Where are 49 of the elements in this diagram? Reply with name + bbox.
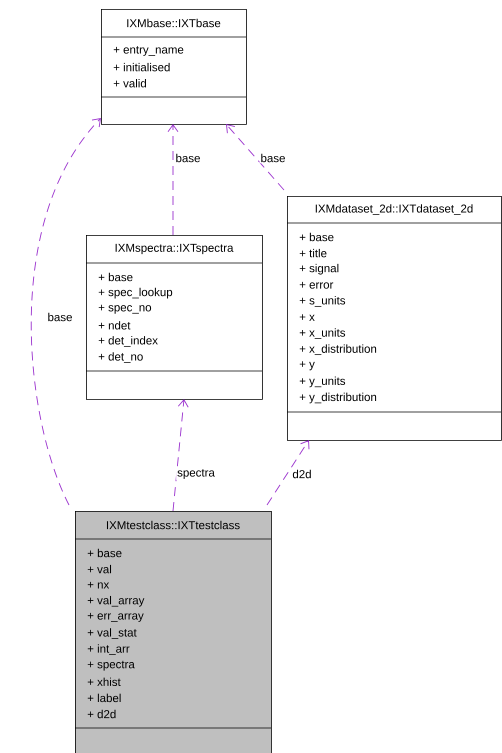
member-name: + label: [88, 694, 121, 702]
member-name: + y_distribution: [300, 392, 376, 404]
member-name: + x: [300, 314, 315, 321]
member-name: + x_distribution: [300, 344, 376, 356]
member-name: + s_units: [300, 296, 346, 307]
member-name: + base: [88, 548, 122, 558]
edge-label: base: [260, 152, 286, 164]
class-box: [86, 235, 263, 400]
member-name: + xhist: [88, 678, 121, 686]
member-name: + signal: [300, 264, 338, 275]
member-name: + err_array: [88, 612, 144, 622]
member-name: + valid: [114, 79, 146, 88]
member-name: + y: [300, 361, 315, 370]
member-name: + y_units: [300, 376, 346, 388]
member-name: + spectra: [88, 660, 135, 671]
edge-label: d2d: [291, 468, 313, 480]
member-name: + int_arr: [88, 644, 130, 655]
member-name: + initialised: [114, 62, 170, 72]
class-box: [286, 196, 502, 441]
class-name: IXMdataset_2d::IXTdataset_2d: [316, 204, 472, 215]
member-name: + det_index: [98, 336, 158, 347]
member-name: + val: [88, 564, 112, 574]
member-name: + error: [300, 282, 334, 289]
member-name: + det_no: [98, 352, 143, 363]
arrow: [226, 124, 284, 190]
member-name: + x_units: [300, 328, 346, 339]
class-name: IXMbase::IXTbase: [127, 18, 220, 28]
arrow: [172, 399, 189, 512]
arrow: [266, 440, 310, 506]
member-name: + base: [300, 232, 334, 242]
arrow: [168, 124, 178, 236]
edge-label: spectra: [176, 468, 216, 480]
member-name: + base: [98, 272, 133, 282]
class-name: IXMtestclass::IXTtestclass: [106, 520, 240, 530]
member-name: + nx: [88, 582, 110, 589]
class-box: [100, 9, 247, 125]
member-name: + val_stat: [88, 628, 137, 639]
member-name: + spec_no: [98, 304, 152, 314]
edge-label: base: [46, 312, 74, 322]
member-name: + val_array: [88, 596, 144, 607]
arrow: [30, 118, 101, 506]
member-name: + entry_name: [114, 46, 184, 56]
member-name: + spec_lookup: [98, 288, 172, 298]
member-name: + d2d: [88, 710, 116, 718]
class-name: IXMspectra::IXTspectra: [116, 244, 234, 254]
member-name: + ndet: [98, 321, 130, 330]
class-box: [74, 511, 272, 753]
edge-label: base: [174, 152, 202, 164]
member-name: + title: [300, 248, 326, 258]
